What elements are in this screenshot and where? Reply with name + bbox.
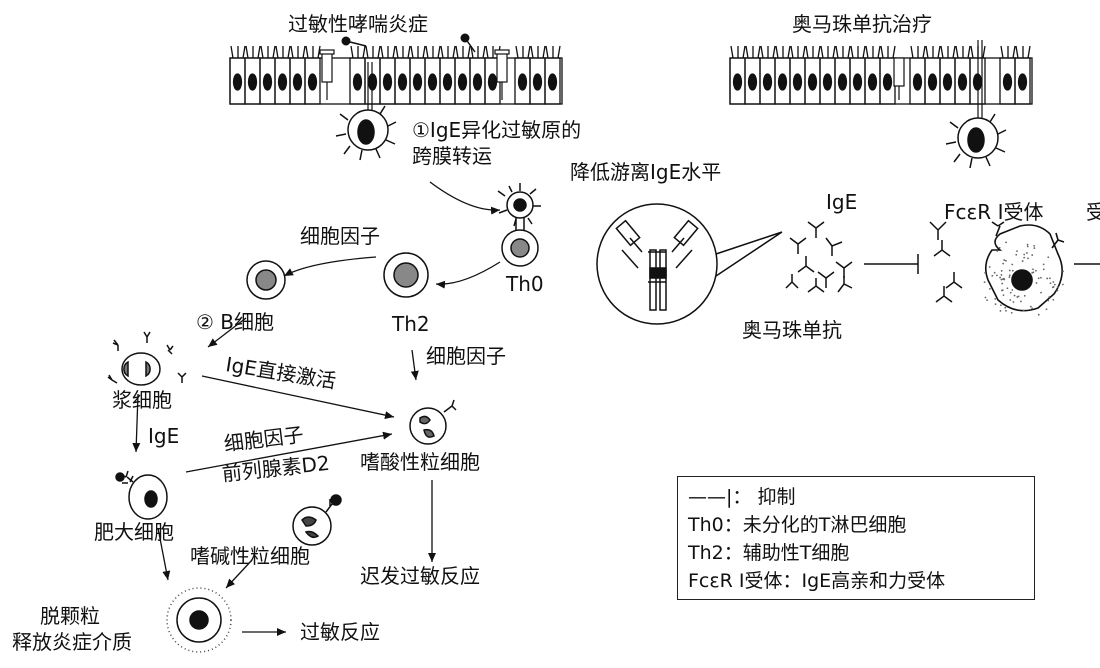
ige-molecules xyxy=(786,222,852,292)
basophil-cell xyxy=(293,495,341,545)
receptor-cut-label: 受 xyxy=(1086,200,1100,224)
legend-th2: Th2：辅助性T细胞 xyxy=(688,539,1024,567)
legend-th0: Th0：未分化的T淋巴细胞 xyxy=(688,511,1024,539)
th2-cell xyxy=(384,253,428,297)
mast-cell xyxy=(116,471,167,519)
th0-label: Th0 xyxy=(506,272,544,296)
step2-b-cell-label: ② B细胞 xyxy=(196,310,274,334)
legend-fceri: FcεR Ⅰ受体：IgE高亲和力受体 xyxy=(688,567,1024,595)
step1-label-line1: ①IgE异化过敏原的 xyxy=(412,118,581,142)
eosinophil-cell xyxy=(410,400,456,444)
late-reaction-label: 迟发过敏反应 xyxy=(360,564,480,588)
mast-cell-right xyxy=(984,222,1100,316)
omalizumab-therapy-title: 奥马珠单抗治疗 xyxy=(792,12,932,36)
cytokine-th2-label: 细胞因子 xyxy=(426,344,506,368)
th0-cell xyxy=(502,230,538,266)
ige-receptor-pair xyxy=(930,222,962,302)
ige-arrow-label: IgE xyxy=(148,424,179,448)
legend-box: ——|： 抑制 Th0：未分化的T淋巴细胞 Th2：辅助性T细胞 FcεR Ⅰ受… xyxy=(677,476,1035,600)
right-epithelium xyxy=(730,46,1032,104)
th2-label: Th2 xyxy=(392,312,430,336)
degranulation-label-line1: 脱颗粒 xyxy=(40,604,100,628)
b-cell xyxy=(247,261,285,299)
omalizumab-label: 奥马珠单抗 xyxy=(742,318,842,342)
allergic-asthma-title: 过敏性哮喘炎症 xyxy=(288,12,428,36)
left-epithelium xyxy=(230,46,562,104)
basophil-label: 嗜碱性粒细胞 xyxy=(190,544,310,568)
plasma-cell xyxy=(108,332,186,385)
fceri-receptor-label: FcεR Ⅰ受体 xyxy=(944,200,1043,224)
antigen-presenting-cell xyxy=(498,183,541,230)
allergic-reaction-label: 过敏反应 xyxy=(300,620,380,644)
eosinophil-label: 嗜酸性粒细胞 xyxy=(360,450,480,474)
plasma-cell-label: 浆细胞 xyxy=(112,388,172,412)
degranulation-label-line2: 释放炎症介质 xyxy=(12,630,132,654)
cytokine-label-top: 细胞因子 xyxy=(300,224,380,248)
omalizumab-zoom-circle xyxy=(597,204,782,324)
inhibit-line xyxy=(864,254,918,274)
ige-label: IgE xyxy=(826,190,857,214)
step1-label-line2: 跨膜转运 xyxy=(412,144,492,168)
legend-inhibit: ——|： 抑制 xyxy=(688,483,1024,511)
degranulating-cell xyxy=(167,588,231,652)
reduce-ige-label: 降低游离IgE水平 xyxy=(570,160,721,184)
mast-cell-label: 肥大细胞 xyxy=(94,520,174,544)
